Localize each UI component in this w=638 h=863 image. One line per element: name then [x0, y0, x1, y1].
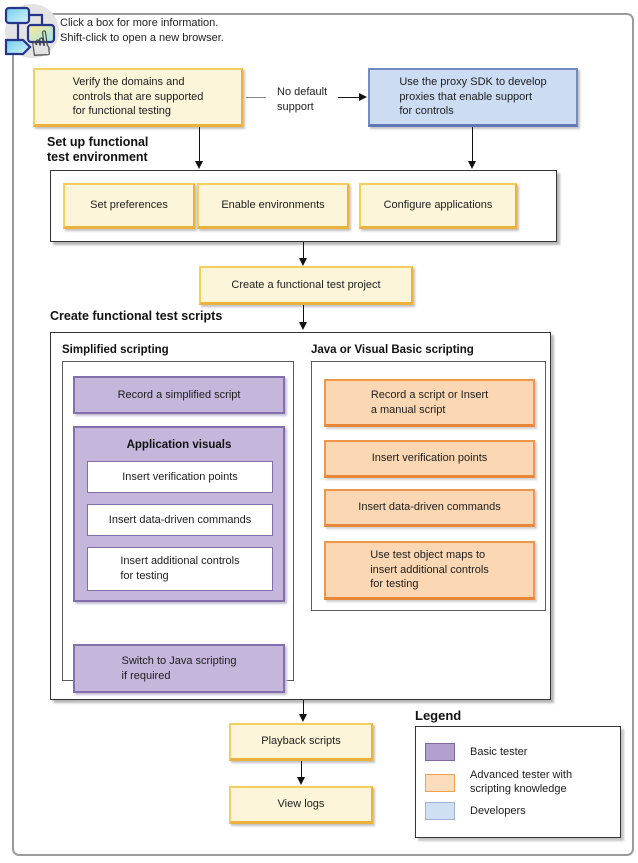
scripts-section-title: Create functional test scripts [50, 309, 223, 323]
instructions-line2: Shift-click to open a new browser. [60, 31, 224, 44]
node-insert-data-driven-commands-simplified[interactable]: Insert data-driven commands [87, 504, 273, 536]
arrowhead-down [468, 161, 476, 169]
connector-line [303, 305, 304, 324]
node-proxy-sdk[interactable]: Use the proxy SDK to develop proxies tha… [368, 68, 578, 127]
setup-section-container: Set preferences Enable environments Conf… [50, 170, 557, 242]
arrowhead-down [299, 714, 307, 722]
simplified-scripting-title: Simplified scripting [62, 344, 169, 356]
legend-box: Basic tester Advanced tester with script… [415, 726, 621, 838]
node-playback-scripts[interactable]: Playback scripts [229, 723, 373, 761]
blue-swatch [425, 802, 455, 820]
node-create-project[interactable]: Create a functional test project [199, 266, 413, 305]
node-insert-data-driven-commands-java[interactable]: Insert data-driven commands [324, 489, 535, 527]
connector-line [199, 127, 200, 163]
node-use-test-object-maps[interactable]: Use test object maps to insert additiona… [324, 541, 535, 600]
node-insert-verification-points-java[interactable]: Insert verification points [324, 440, 535, 478]
node-verify-domains[interactable]: Verify the domains and controls that are… [33, 68, 243, 127]
arrowhead-right [359, 93, 367, 101]
connector-line [338, 97, 360, 98]
legend-title: Legend [415, 708, 462, 723]
label-no-default-support: No default support [277, 86, 328, 113]
node-record-script-or-manual[interactable]: Record a script or Insert a manual scrip… [324, 379, 535, 427]
connector-line [303, 242, 304, 260]
connector-line [301, 761, 302, 778]
arrowhead-down [297, 777, 305, 785]
arrowhead-down [195, 161, 203, 169]
node-insert-additional-controls-simplified[interactable]: Insert additional controls for testing [87, 547, 273, 591]
node-insert-verification-points-simplified[interactable]: Insert verification points [87, 461, 273, 493]
application-visuals-title: Application visuals [126, 439, 232, 451]
scripts-section-container: Simplified scripting Record a simplified… [50, 332, 551, 700]
instructions: Click a box for more information. Shift-… [60, 16, 224, 46]
node-configure-applications[interactable]: Configure applications [359, 183, 517, 229]
instructions-line1: Click a box for more information. [60, 17, 219, 29]
legend-item-basic-tester: Basic tester [425, 743, 615, 761]
legend-item-developers: Developers [425, 802, 615, 820]
connector-line [246, 97, 266, 98]
connector-line [303, 700, 304, 715]
arrowhead-down [299, 322, 307, 330]
node-record-simplified-script[interactable]: Record a simplified script [73, 376, 285, 414]
legend-label: Advanced tester with scripting knowledge [470, 769, 573, 795]
node-enable-environments[interactable]: Enable environments [197, 183, 349, 229]
arrowhead-down [299, 258, 307, 266]
setup-section-title: Set up functional test environment [47, 135, 149, 164]
application-visuals-group: Application visuals Insert verification … [73, 426, 285, 602]
legend-label: Developers [470, 805, 526, 817]
orange-swatch [425, 773, 455, 792]
java-scripting-title: Java or Visual Basic scripting [311, 344, 474, 356]
java-scripting-container: Record a script or Insert a manual scrip… [311, 361, 546, 611]
legend-item-advanced-tester: Advanced tester with scripting knowledge [425, 769, 615, 797]
simplified-scripting-container: Record a simplified script Application v… [62, 361, 294, 693]
node-set-preferences[interactable]: Set preferences [63, 183, 195, 229]
legend-label: Basic tester [470, 746, 528, 758]
flowchart-click-icon: ☝ [2, 2, 60, 66]
connector-line [472, 127, 473, 163]
node-switch-to-java[interactable]: Switch to Java scripting if required [73, 644, 285, 693]
node-view-logs[interactable]: View logs [229, 786, 373, 824]
purple-swatch [425, 743, 455, 761]
